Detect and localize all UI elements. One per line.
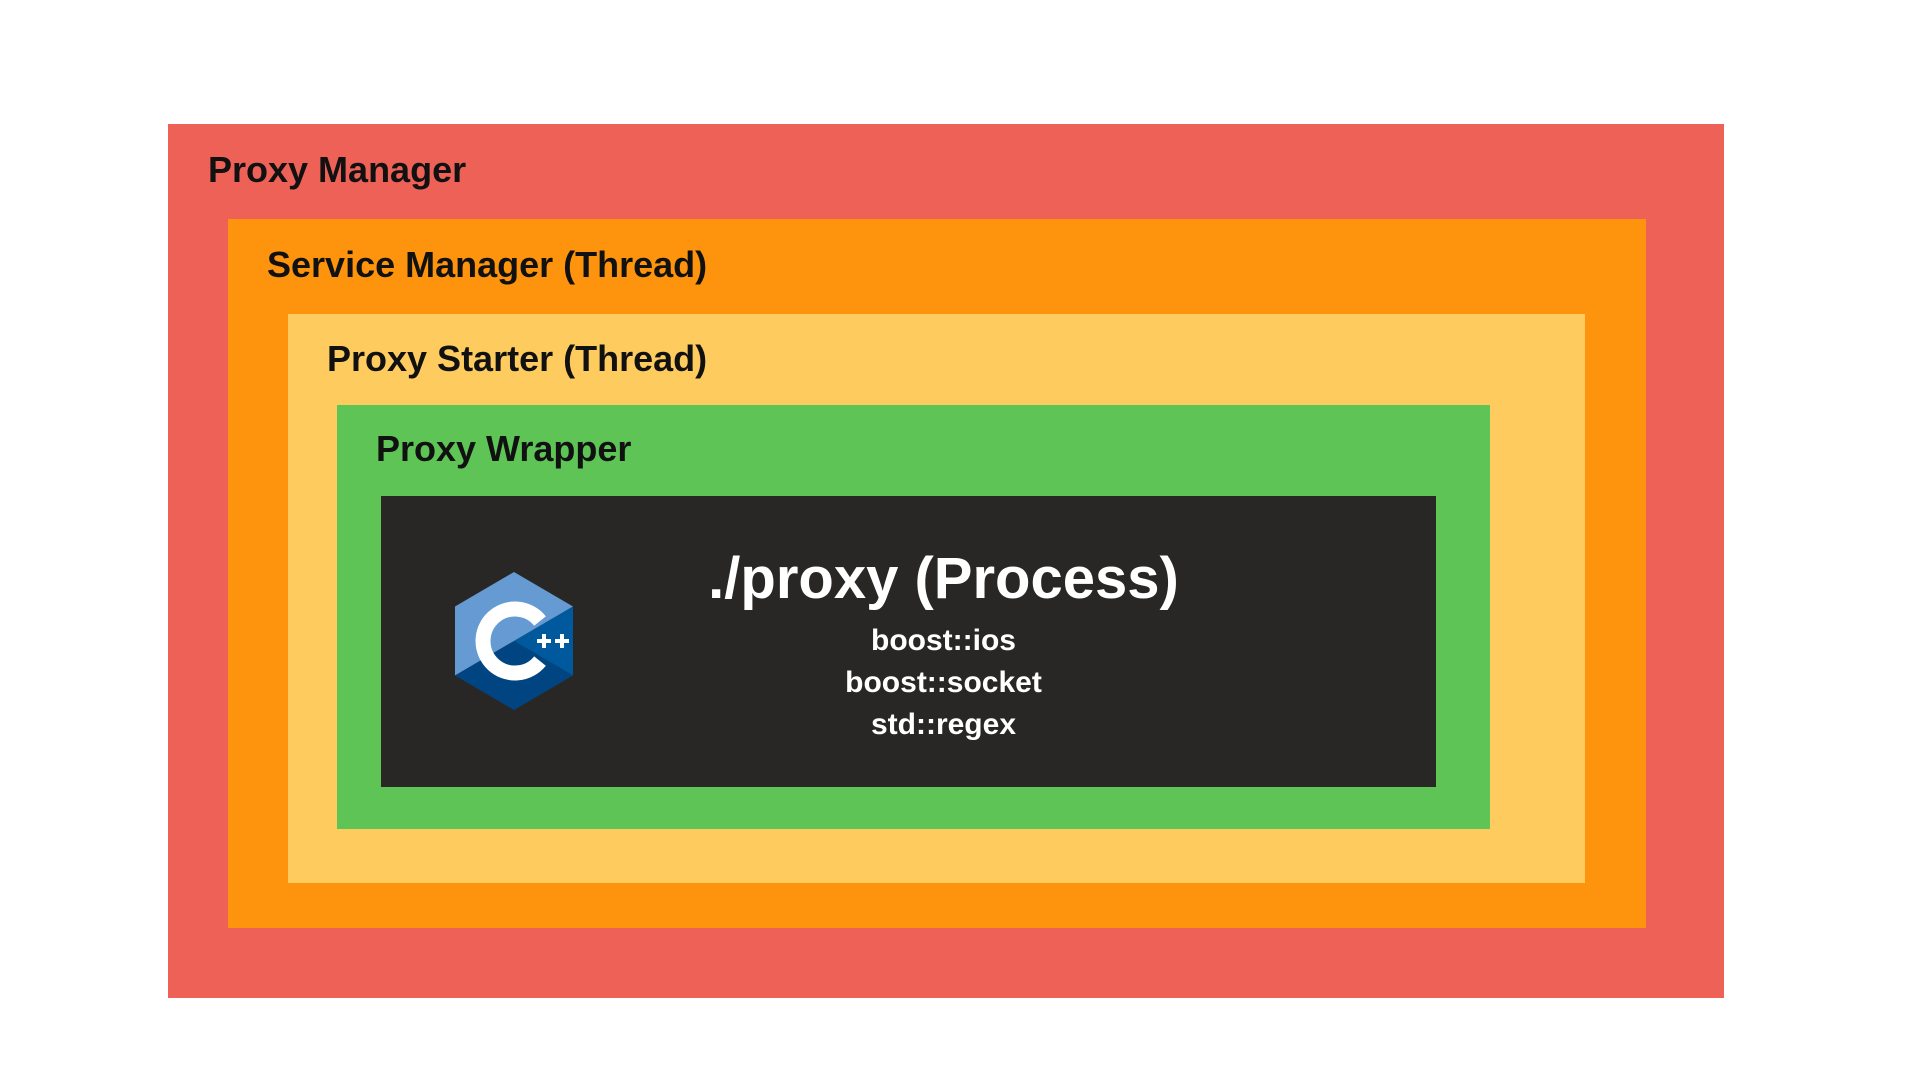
library-item: boost::socket (845, 666, 1042, 699)
library-item: boost::ios (871, 624, 1016, 657)
proxy-wrapper-label: Proxy Wrapper (376, 428, 632, 469)
library-item: std::regex (870, 708, 1017, 741)
proxy-manager-label: Proxy Manager (208, 149, 467, 190)
proxy-starter-label: Proxy Starter (Thread) (327, 338, 708, 379)
process-title: ./proxy (Process) (708, 546, 1179, 611)
library-list: boost::ios boost::socket std::regex (381, 620, 1436, 746)
process-box: ./proxy (Process) boost::ios boost::sock… (381, 496, 1436, 787)
cpp-logo-icon (455, 572, 573, 710)
service-manager-label: Service Manager (Thread) (267, 244, 708, 285)
